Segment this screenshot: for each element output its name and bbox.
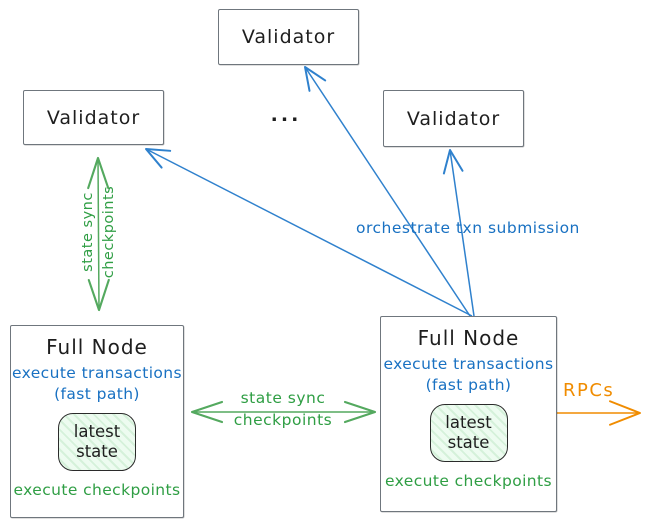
fullnode-right-fast-line2: (fast path): [425, 375, 512, 394]
latest-state-line1: latest: [445, 413, 492, 433]
latest-state-line2: state: [76, 441, 118, 461]
fullnode-right-fast-path: execute transactions (fast path): [383, 354, 553, 396]
fullnode-box-left: Full Node execute transactions (fast pat…: [10, 325, 184, 518]
rpcs-label: RPCs: [563, 380, 615, 401]
validator-box-top: Validator: [218, 9, 359, 65]
state-sync-vertical-line1: state sync: [80, 192, 96, 272]
fullnode-left-latest-state-store: latest state: [58, 412, 136, 471]
state-sync-vertical-arrow: [87, 156, 110, 312]
state-sync-vertical-line2: checkpoints: [101, 185, 118, 279]
validator-box-right: Validator: [383, 90, 524, 147]
fullnode-right-latest-state-store: latest state: [429, 403, 508, 462]
validator-left-label: Validator: [46, 106, 141, 129]
state-sync-horizontal-line1: state sync: [240, 389, 326, 407]
orchestrate-txn-submission-label: orchestrate txn submission: [356, 219, 580, 237]
fullnode-left-fast-line2: (fast path): [54, 384, 140, 403]
fullnode-left-fast-path: execute transactions (fast path): [12, 363, 182, 405]
orchestrate-arrow-to-left-validator: [145, 148, 473, 317]
fullnode-left-title: Full Node: [46, 335, 148, 359]
fullnode-right-execute-checkpoints: execute checkpoints: [385, 471, 552, 490]
validator-top-label: Validator: [241, 26, 336, 48]
latest-state-line1: latest: [73, 422, 121, 442]
fullnode-left-fast-line1: execute transactions: [11, 364, 183, 382]
state-sync-horizontal-line2: checkpoints: [233, 410, 333, 429]
orchestrate-arrow-to-top-validator: [304, 66, 471, 317]
latest-state-line2: state: [447, 432, 490, 452]
validator-right-label: Validator: [406, 107, 501, 130]
more-validators-ellipsis: ...: [270, 104, 302, 126]
fullnode-right-fast-line1: execute transactions: [383, 355, 554, 373]
fullnode-right-title: Full Node: [417, 326, 520, 350]
state-sync-vertical-label: state sync checkpoints: [78, 167, 120, 297]
orchestrate-arrow-to-right-validator: [442, 149, 475, 317]
fullnode-box-right: Full Node execute transactions (fast pat…: [380, 316, 557, 512]
state-sync-horizontal-label: state sync checkpoints: [208, 388, 358, 431]
validator-box-left: Validator: [23, 90, 164, 145]
fullnode-left-execute-checkpoints: execute checkpoints: [13, 480, 181, 499]
